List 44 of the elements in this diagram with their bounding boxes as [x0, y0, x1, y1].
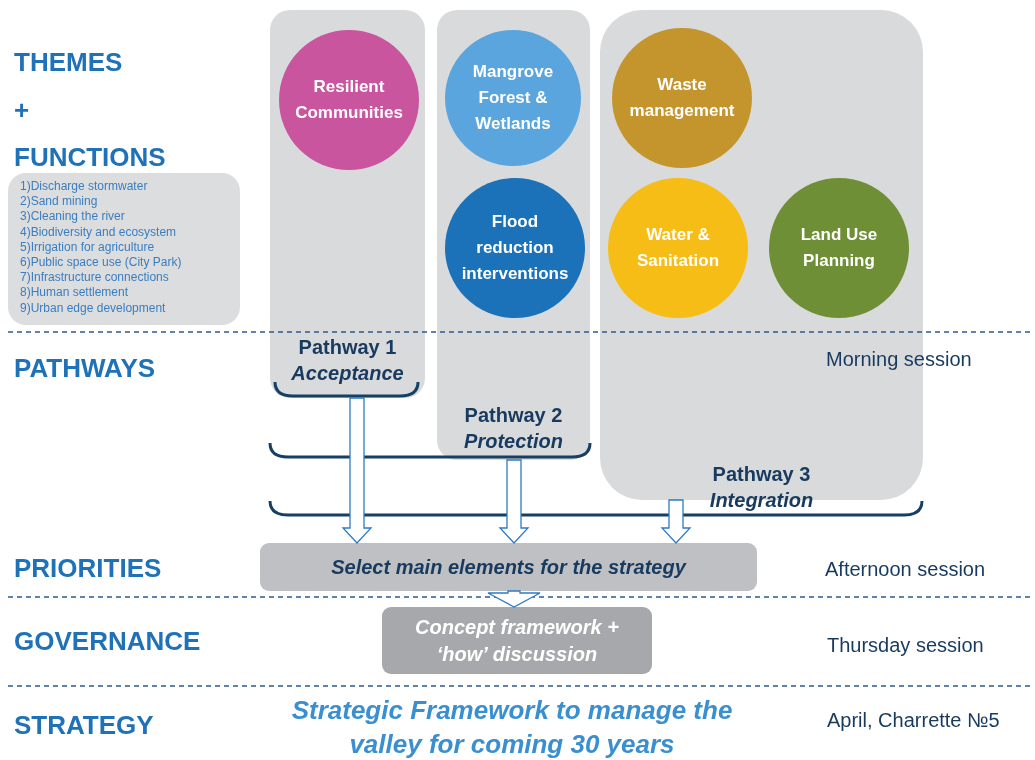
theme-label: Mangrove Forest & Wetlands — [471, 61, 555, 135]
section-heading: FUNCTIONS — [14, 141, 166, 174]
section-heading: PRIORITIES — [14, 552, 162, 585]
functions-panel — [8, 173, 240, 325]
step-box — [260, 543, 757, 591]
pathway-title: Pathway 1 — [298, 335, 397, 360]
function-item: 5)Irrigation for agriculture — [20, 239, 155, 255]
section-heading: STRATEGY — [14, 709, 154, 742]
session-label: April, Charrette №5 — [827, 708, 1000, 733]
pathway-title: Pathway 2 — [464, 403, 563, 428]
session-label: Morning session — [826, 347, 972, 372]
session-label: Thursday session — [827, 633, 984, 658]
session-label: Afternoon session — [825, 557, 986, 582]
pathway-name: Protection — [464, 429, 563, 454]
theme-label: Land Use Planning — [799, 224, 879, 272]
theme-label: Flood reduction interventions — [460, 211, 570, 285]
section-heading: PATHWAYS — [14, 352, 156, 385]
block-arrow — [498, 459, 530, 544]
section-heading: THEMES — [14, 46, 123, 79]
section-heading: + — [14, 94, 30, 127]
function-item: 9)Urban edge development — [20, 300, 166, 316]
section-heading: GOVERNANCE — [14, 625, 201, 658]
function-item: 4)Biodiversity and ecosystem — [20, 224, 177, 240]
block-arrow — [341, 397, 373, 544]
theme-label: Resilient Communities — [294, 76, 404, 124]
function-item: 3)Cleaning the river — [20, 209, 125, 225]
step-label: Select main elements for the strategy — [330, 554, 688, 580]
theme-label: Waste management — [628, 74, 736, 122]
function-item: 8)Human settlement — [20, 285, 129, 301]
step-label: Concept framework + ‘how’ discussion — [414, 614, 620, 667]
function-item: 6)Public space use (City Park) — [20, 255, 182, 271]
function-item: 1)Discharge stormwater — [20, 179, 148, 195]
block-arrow — [487, 590, 541, 608]
step-box — [382, 607, 652, 674]
function-item: 2)Sand mining — [20, 194, 98, 210]
pathway-panel — [270, 10, 425, 398]
pathway-name: Integration — [709, 488, 814, 513]
block-arrow — [660, 499, 692, 544]
pathway-name: Acceptance — [291, 361, 404, 386]
function-item: 7)Infrastructure connections — [20, 270, 169, 286]
theme-label: Water & Sanitation — [635, 224, 721, 272]
strategy-statement: Strategic Framework to manage the valley for coming 30 years — [290, 694, 734, 760]
pathway-panel — [437, 10, 590, 460]
pathway-title: Pathway 3 — [712, 462, 811, 487]
